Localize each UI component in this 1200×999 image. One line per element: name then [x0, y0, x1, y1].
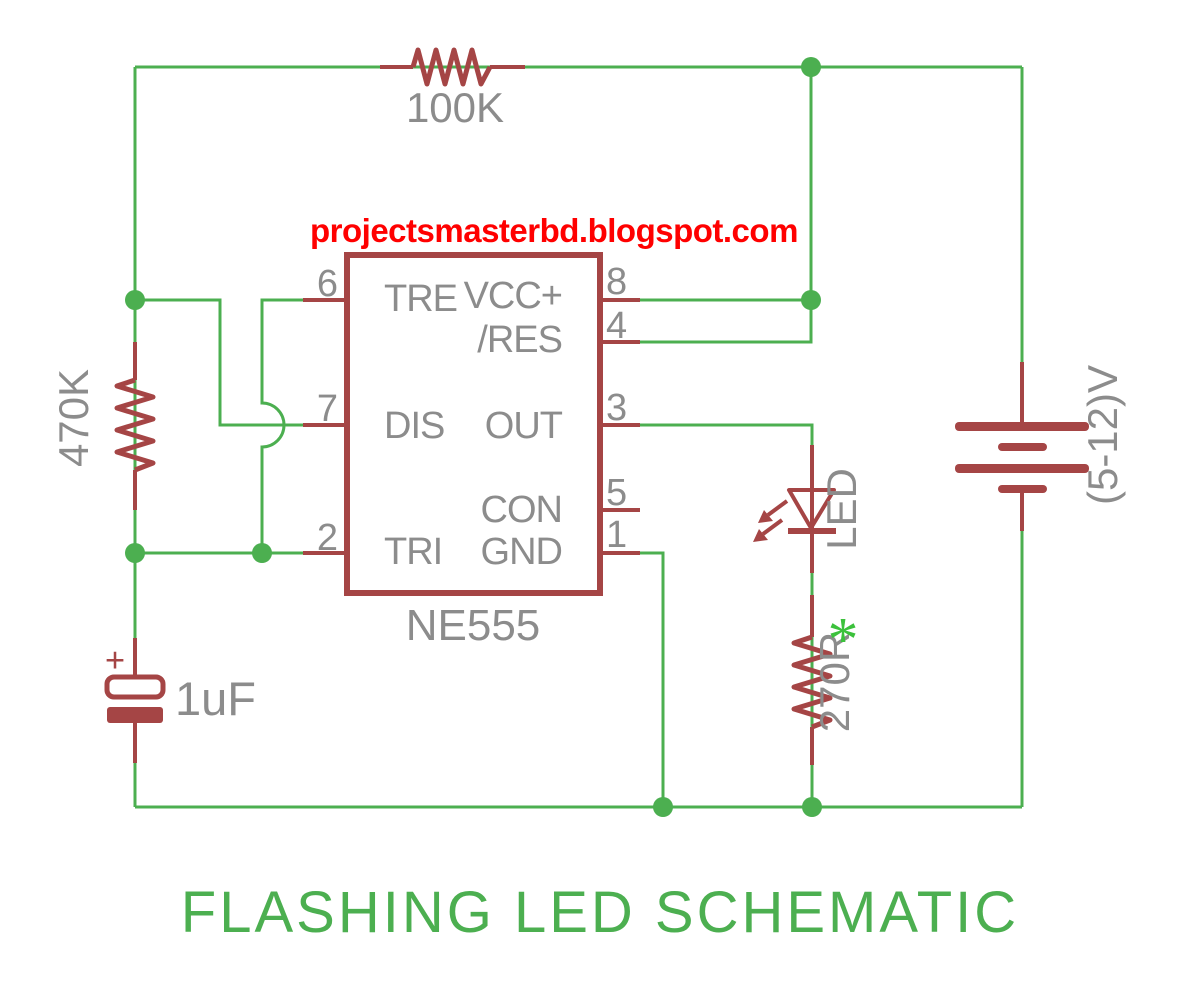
junction-dot-top-rail [801, 57, 821, 77]
led-arrow-2 [761, 518, 784, 536]
battery: (5-12)V [955, 362, 1126, 531]
resistor-100k-value: 100K [406, 84, 504, 131]
capacitor-1uf: + 1uF [104, 638, 256, 763]
pin-number-4: 4 [606, 305, 627, 347]
pin-number-8: 8 [606, 261, 627, 303]
junction-dot-left-bottom [125, 543, 145, 563]
led-arrow-2-head [753, 529, 768, 542]
resistor-270r-note-asterisk: * [828, 606, 859, 674]
led-triangle [787, 488, 836, 530]
capacitor-value: 1uF [175, 672, 256, 725]
pin-number-1: 1 [606, 514, 627, 556]
capacitor-polarity-plus: + [105, 640, 126, 680]
led-label: LED [818, 468, 865, 550]
pin-label-gnd: GND [481, 531, 562, 573]
pin-number-5: 5 [606, 472, 627, 514]
ic-body [344, 252, 603, 596]
junction-dot-left-top [125, 290, 145, 310]
battery-plate-short-2 [998, 485, 1047, 493]
resistor-270r-zigzag [791, 634, 833, 730]
junction-dot-bottom-gnd [653, 797, 673, 817]
pin-label-vcc: VCC+ [464, 275, 562, 317]
junction-dots [125, 57, 822, 817]
page-title: FLASHING LED SCHEMATIC [181, 880, 1019, 945]
resistor-270r-value: 270R [811, 632, 858, 732]
wire-gnd-pin1 [640, 551, 665, 807]
resistor-470k-value: 470K [50, 369, 97, 467]
resistor-100k: 100K [380, 47, 525, 131]
resistor-470k-zigzag [114, 377, 156, 473]
watermark: projectsmasterbd.blogspot.com [310, 212, 798, 249]
pin-label-res: /RES [477, 319, 562, 361]
junction-dot-pin8 [801, 290, 821, 310]
battery-plate-long-1 [955, 422, 1089, 431]
led-arrow-1-head [758, 510, 773, 523]
junction-dot-bottom-led [802, 797, 822, 817]
resistor-100k-zigzag [410, 47, 493, 87]
wire-pin6-hop [260, 298, 303, 553]
led-arrow-1 [766, 499, 789, 517]
battery-wire-mask [1012, 430, 1032, 486]
led-light-arrows [753, 499, 789, 542]
resistor-270r: 270R * [791, 595, 859, 765]
wire-vcc-drop-and-pin4 [640, 67, 813, 344]
battery-label: (5-12)V [1079, 365, 1126, 505]
capacitor-plate-top [104, 674, 166, 700]
pin-number-2: 2 [317, 517, 338, 559]
wire-junction-to-pin7 [135, 298, 303, 427]
capacitor-plate-bottom [107, 707, 163, 723]
pin-label-dis: DIS [384, 405, 444, 447]
pin-label-tri: TRI [384, 531, 442, 573]
pin-number-6: 6 [317, 263, 338, 305]
ic-part-label: NE555 [406, 601, 541, 650]
wire-out-to-led-chain [640, 423, 814, 807]
ic-ne555: 6 7 2 8 4 3 5 1 TRE DIS TRI VCC+ /RES OU… [303, 252, 640, 650]
pin-label-con: CON [481, 489, 562, 531]
pin-number-7: 7 [317, 388, 338, 430]
pin-label-tre: TRE [384, 278, 457, 320]
battery-plate-short-1 [998, 443, 1047, 451]
led: LED [753, 445, 865, 573]
pin-label-out: OUT [485, 405, 563, 447]
junction-dot-pin2 [252, 543, 272, 563]
resistor-470k: 470K [50, 342, 156, 510]
battery-plate-long-2 [955, 464, 1089, 473]
pin-number-3: 3 [606, 387, 627, 429]
